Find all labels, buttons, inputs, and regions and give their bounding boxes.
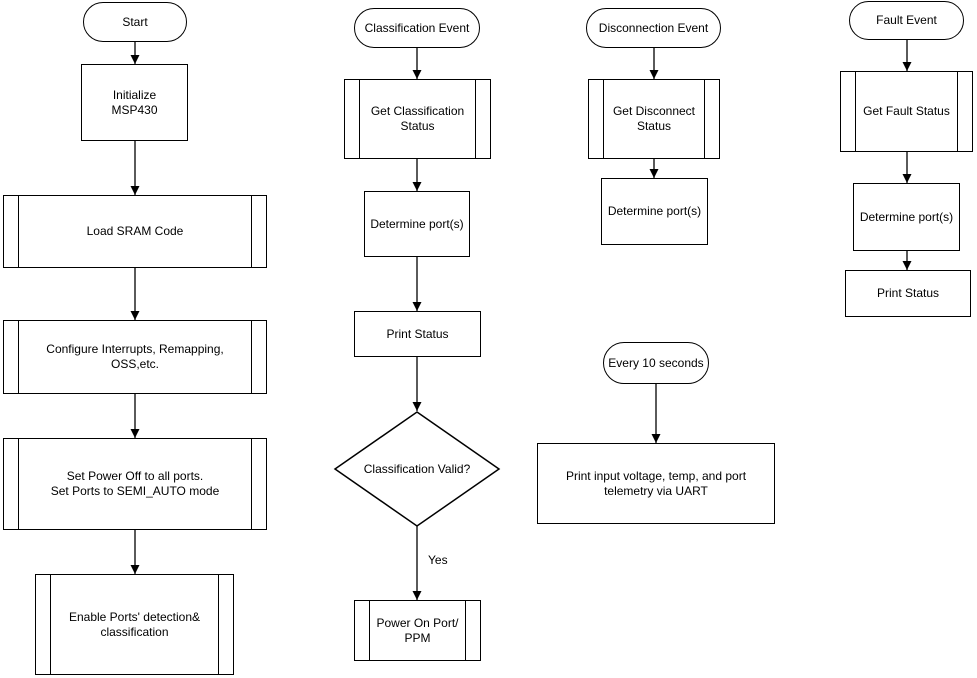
class-valid-decision (333, 411, 501, 527)
get-fault-status-subprocess: Get Fault Status (840, 71, 973, 152)
disc-determine-ports-process: Determine port(s) (601, 178, 708, 245)
print-telemetry-process: Print input voltage, temp, and port tele… (537, 443, 775, 524)
get-disconnect-status-subprocess: Get Disconnect Status (588, 79, 720, 159)
disconnection-event-terminal: Disconnection Event (586, 8, 721, 48)
start-terminal: Start (83, 2, 187, 42)
class-print-status-process: Print Status (354, 311, 481, 357)
class-valid-label: Classification Valid? (363, 462, 471, 476)
class-determine-ports-process: Determine port(s) (364, 191, 470, 257)
classification-event-terminal: Classification Event (354, 8, 480, 48)
initialize-msp430-process: Initialize MSP430 (81, 64, 188, 141)
load-sram-code-subprocess: Load SRAM Code (3, 195, 267, 268)
power-on-port-subprocess: Power On Port/ PPM (354, 600, 481, 661)
fault-determine-ports-process: Determine port(s) (853, 183, 960, 251)
get-classification-status-subprocess: Get Classification Status (344, 79, 491, 159)
enable-ports-subprocess: Enable Ports' detection& classification (35, 574, 234, 675)
every-10-seconds-terminal: Every 10 seconds (603, 342, 709, 384)
fault-print-status-process: Print Status (845, 270, 971, 317)
set-power-off-subprocess: Set Power Off to all ports. Set Ports to… (3, 438, 267, 530)
fault-event-terminal: Fault Event (849, 1, 964, 40)
configure-interrupts-subprocess: Configure Interrupts, Remapping, OSS,etc… (3, 320, 267, 394)
yes-edge-label: Yes (428, 553, 448, 567)
